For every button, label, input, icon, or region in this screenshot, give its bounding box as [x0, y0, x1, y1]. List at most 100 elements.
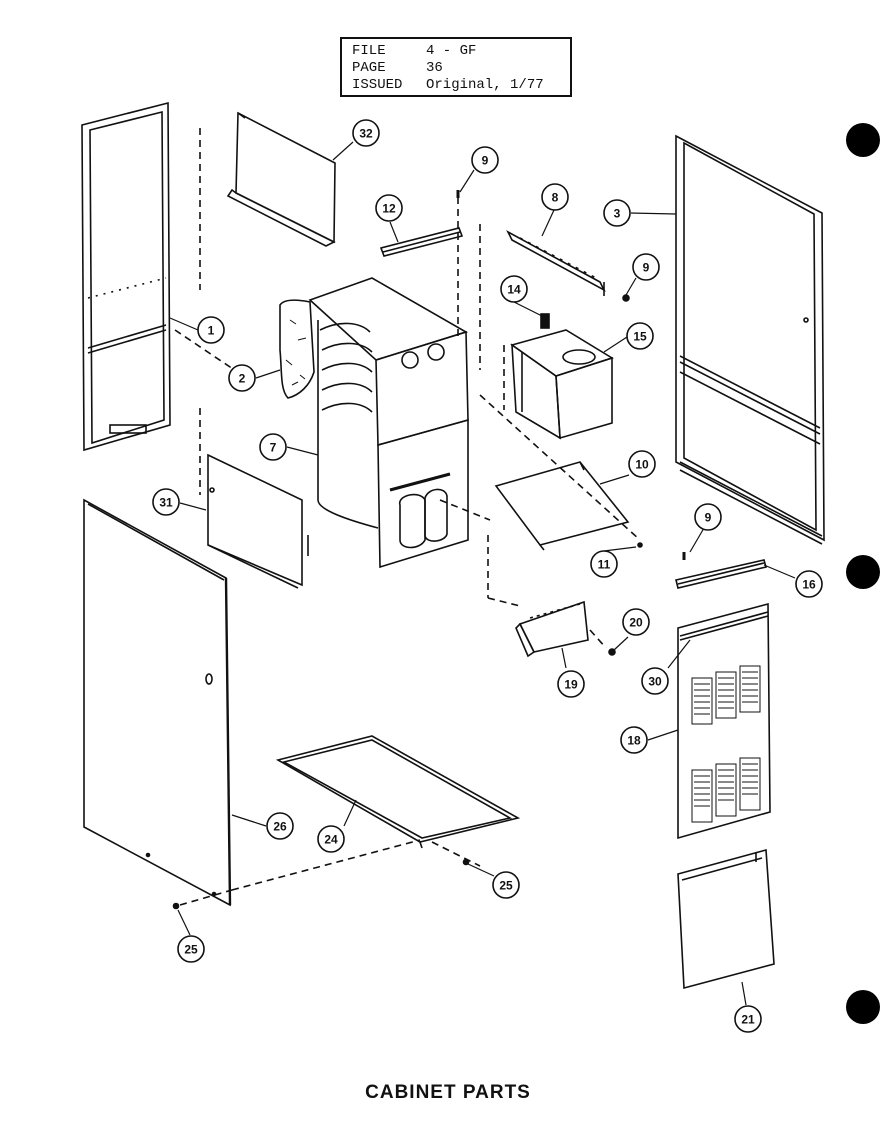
louvered-door-18 [677, 602, 771, 840]
callout-label: 9 [482, 154, 489, 168]
heat-exchanger-assembly [308, 277, 469, 569]
callout-8: 8 [541, 183, 569, 211]
callout-circle [500, 275, 528, 303]
binder-hole [846, 123, 880, 157]
callout-circle [694, 503, 722, 531]
screw-9b [622, 294, 630, 302]
callout-2: 2 [228, 364, 256, 392]
callout-circle [352, 119, 380, 147]
callout-circle [620, 726, 648, 754]
callout-7: 7 [259, 433, 287, 461]
header-file-row: FILE 4 - GF [352, 43, 476, 59]
callout-14: 14 [500, 275, 528, 303]
callout-label: 26 [273, 820, 287, 834]
callout-circle [632, 253, 660, 281]
callout-label: 16 [802, 578, 816, 592]
callout-circle [541, 183, 569, 211]
left-side-panel [81, 101, 171, 452]
callout-label: 7 [270, 441, 277, 455]
top-baffle-panel [226, 111, 336, 247]
callout-label: 21 [741, 1013, 755, 1027]
screw-20 [608, 648, 616, 656]
rail-bracket-16 [675, 559, 767, 589]
callout-12: 12 [375, 194, 403, 222]
header-file-value: 4 - GF [426, 43, 477, 59]
header-issued-value: Original, 1/77 [426, 77, 544, 93]
callout-circle [471, 146, 499, 174]
callout-circle [557, 670, 585, 698]
callout-label: 11 [598, 558, 611, 572]
callout-1: 1 [197, 316, 225, 344]
callout-label: 14 [507, 283, 521, 297]
callout-circle [259, 433, 287, 461]
callout-circle [266, 812, 294, 840]
callout-circle [317, 825, 345, 853]
callout-label: 1 [208, 324, 215, 338]
screw-25a [462, 858, 470, 866]
callout-25b: 25 [177, 935, 205, 963]
callout-24: 24 [317, 825, 345, 853]
callout-circle [626, 322, 654, 350]
callout-label: 32 [359, 127, 373, 141]
callout-19: 19 [557, 670, 585, 698]
callout-circle [734, 1005, 762, 1033]
callout-31: 31 [152, 488, 180, 516]
callout-15: 15 [626, 322, 654, 350]
callout-label: 30 [648, 675, 662, 689]
bottom-tray-24 [275, 735, 521, 849]
callout-circle [197, 316, 225, 344]
callout-label: 31 [159, 496, 173, 510]
callout-circle [177, 935, 205, 963]
header-page-value: 36 [426, 60, 443, 76]
callout-leaders [169, 141, 796, 1006]
top-bracket-8 [506, 230, 606, 296]
binder-hole [846, 555, 880, 589]
header-page-label: PAGE [352, 60, 386, 76]
callout-circle [641, 667, 669, 695]
callout-circle [492, 871, 520, 899]
callout-label: 10 [635, 458, 649, 472]
header-file-label: FILE [352, 43, 386, 59]
right-front-panel [675, 134, 825, 545]
screw-11 [637, 542, 643, 548]
callout-9a: 9 [471, 146, 499, 174]
callout-circle [590, 550, 618, 578]
callout-label: 18 [627, 734, 641, 748]
callout-9b: 9 [632, 253, 660, 281]
callout-circle [795, 570, 823, 598]
callout-label: 2 [239, 372, 246, 386]
callout-32a: 32 [352, 119, 380, 147]
filter-clip-14 [540, 313, 550, 329]
callout-21: 21 [734, 1005, 762, 1033]
callout-circle [152, 488, 180, 516]
callout-label: 24 [324, 833, 338, 847]
dashed-leaders [174, 128, 641, 906]
callout-3: 3 [603, 199, 631, 227]
screw-25b [172, 902, 180, 910]
callout-label: 20 [629, 616, 643, 630]
diagram-caption: CABINET PARTS [365, 1082, 531, 1103]
callout-label: 15 [633, 330, 647, 344]
callout-circle [622, 608, 650, 636]
callout-circle [628, 450, 656, 478]
binder-hole [846, 990, 880, 1024]
large-side-panel-26 [83, 498, 232, 907]
blower-housing-15 [510, 329, 614, 440]
callout-18: 18 [620, 726, 648, 754]
callout-10: 10 [628, 450, 656, 478]
callout-circle [228, 364, 256, 392]
callout-label: 25 [184, 943, 198, 957]
callout-circle [375, 194, 403, 222]
callout-label: 12 [382, 202, 396, 216]
callout-label: 9 [705, 511, 712, 525]
insulation-blanket [279, 299, 315, 399]
callout-25a: 25 [492, 871, 520, 899]
callout-11: 11 [590, 550, 618, 578]
rail-bracket-12 [379, 227, 464, 257]
callout-label: 25 [499, 879, 513, 893]
callout-label: 19 [564, 678, 578, 692]
callout-label: 8 [552, 191, 559, 205]
callout-20: 20 [622, 608, 650, 636]
drip-shelf-10 [494, 461, 630, 551]
